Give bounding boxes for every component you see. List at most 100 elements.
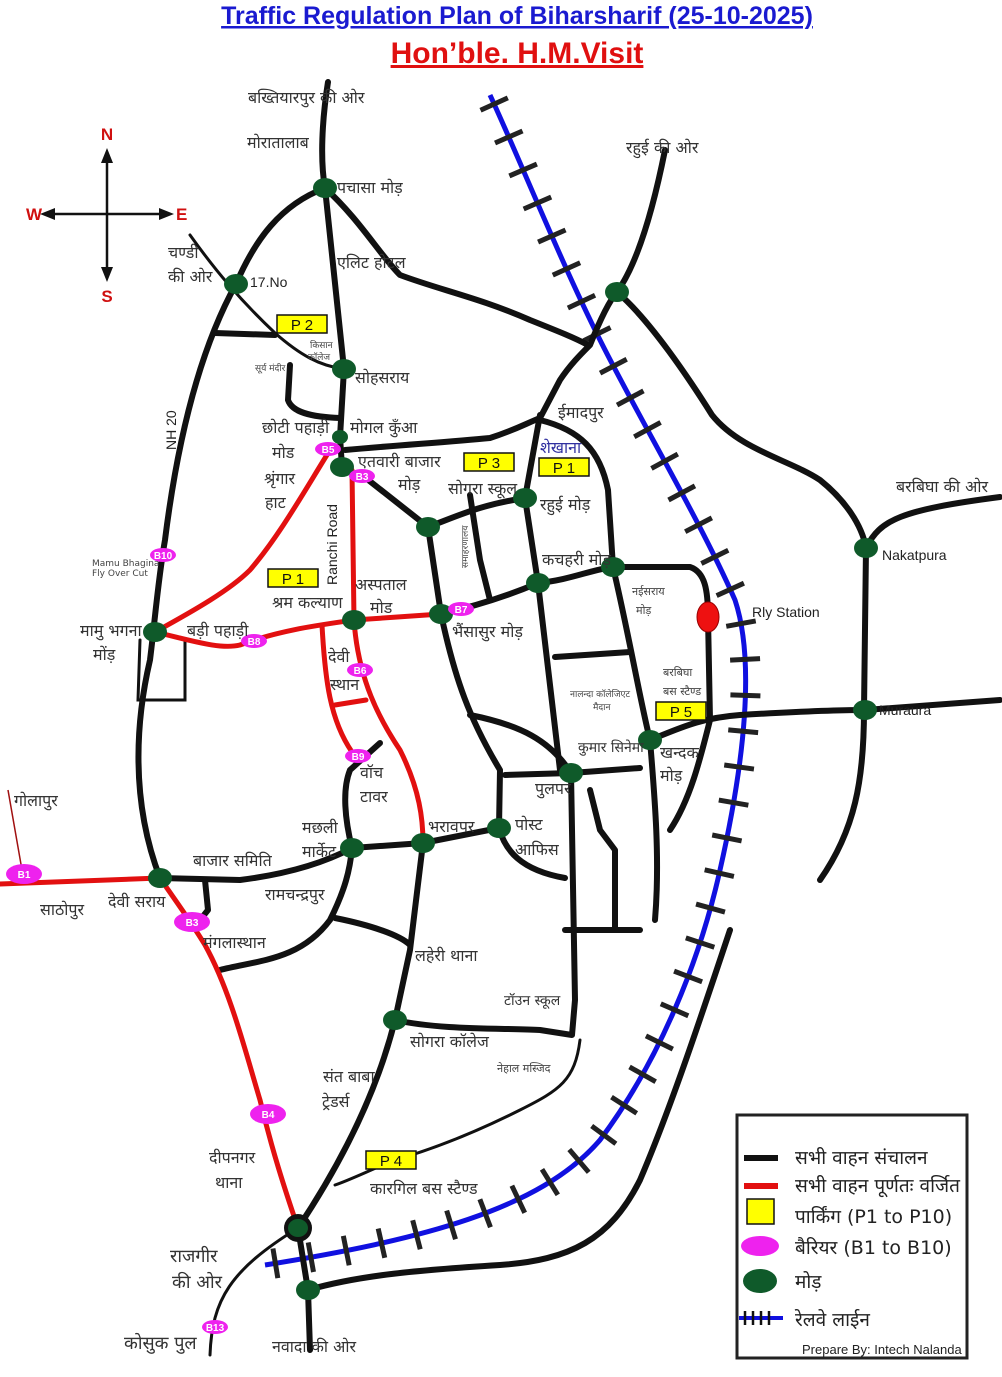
place-label: मोरातालाब: [247, 133, 310, 152]
railway-tie: [685, 935, 716, 950]
railway-tie: [615, 388, 645, 408]
place-label: साठोपुर: [40, 900, 84, 920]
road-label-ranchi: Ranchi Road: [324, 504, 340, 585]
place-label: दीपनगर: [209, 1148, 256, 1167]
place-label: मोड़: [398, 475, 421, 494]
railway-tie: [551, 260, 582, 278]
place-label: ट्रेडर्स: [322, 1092, 351, 1111]
road: [212, 330, 278, 338]
road: [157, 845, 355, 883]
compass-west: W: [26, 205, 43, 224]
junction-node: [332, 430, 348, 444]
place-label: राजगीर: [170, 1245, 218, 1267]
junction-node: [638, 730, 662, 750]
place-label: टावर: [360, 787, 388, 806]
junction-node: [330, 457, 354, 477]
legend-item: सभी वाहन संचालन: [795, 1146, 928, 1169]
railway-station-marker: [696, 601, 720, 633]
place-label: मछली: [302, 818, 339, 837]
place-label: नालन्दा कॉलेजिएट: [570, 688, 631, 700]
railway-tie: [695, 901, 726, 915]
junction-node: [854, 538, 878, 558]
junction-node: [559, 763, 583, 783]
junction-node: [526, 573, 550, 593]
road: [392, 770, 578, 1038]
railway-tie: [700, 548, 730, 566]
place-label: सूर्य मंदीर: [255, 362, 286, 374]
road: [614, 289, 869, 883]
place-label: चण्डी: [168, 243, 199, 262]
junction-node: [288, 1219, 308, 1237]
road: [285, 362, 343, 421]
junction-node: [143, 622, 167, 642]
parking-p1-shekhana: P 1: [538, 457, 590, 477]
junction-node: [487, 818, 511, 838]
railway-tie: [537, 227, 567, 245]
place-label: Fly Over Cut: [92, 569, 148, 579]
place-label: की ओर: [168, 267, 213, 286]
place-label: कॉलेज: [308, 351, 330, 363]
junction-node: [148, 868, 172, 888]
svg-text:B7: B7: [455, 605, 468, 616]
road: [188, 233, 346, 371]
place-label: मैदान: [593, 701, 611, 713]
railway-tie: [667, 483, 697, 503]
svg-text:B5: B5: [322, 445, 335, 456]
road: [342, 147, 668, 453]
railway-tie: [508, 161, 538, 179]
restricted-road: [152, 447, 333, 635]
place-label: नेहाल मस्जिद: [497, 1062, 551, 1075]
road: [647, 697, 1002, 743]
railway-tie: [723, 762, 755, 772]
place-label: बरबिघा: [663, 666, 692, 679]
junction-node: [383, 1010, 407, 1030]
railway-tie: [567, 1147, 591, 1174]
place-label: सोहसराय: [355, 368, 410, 387]
junction-node: [332, 359, 356, 379]
place-label: पोस्ट: [515, 815, 543, 834]
place-label: 17.No: [250, 274, 288, 290]
junction-node: [605, 282, 629, 302]
railway-tie: [375, 1227, 388, 1259]
place-label: मामु भगना: [80, 621, 143, 641]
place-label: वॉच: [360, 763, 384, 782]
railway-tie: [684, 515, 714, 534]
road: [587, 787, 618, 933]
place-label: Nakatpura: [882, 547, 947, 563]
railway-tie: [730, 692, 761, 699]
place-label: टॉउन स्कूल: [504, 992, 561, 1009]
map-subtitle: Hon’ble. H.M.Visit: [391, 37, 644, 70]
place-label: मोड: [370, 598, 393, 617]
railway-tie: [704, 867, 735, 879]
place-label: बरबिघा की ओर: [896, 477, 989, 496]
railway-tie: [725, 618, 757, 629]
place-labels: बख्तियारपुर की ओर मोरातालाब पचासा मोड़ ए…: [14, 88, 989, 1356]
restricted-road: [349, 467, 357, 623]
junction-node: [853, 700, 877, 720]
place-label: नवादा की ओर: [272, 1337, 357, 1356]
place-label: किसान: [310, 339, 334, 351]
legend-credit: Prepare By: Intech Nalanda: [802, 1342, 962, 1357]
svg-text:P 5: P 5: [670, 704, 692, 721]
place-label: देवी: [328, 647, 350, 666]
railway-tie: [633, 420, 662, 439]
railway-tie: [340, 1235, 352, 1266]
parking-boxes: P 2 P 3 P 1 P 1 P 5 P 4: [267, 314, 707, 1170]
place-label: Muraura: [879, 702, 931, 718]
svg-text:B3: B3: [356, 472, 369, 483]
place-label: सोगरा कॉलेज: [410, 1032, 490, 1051]
road: [552, 649, 633, 660]
svg-text:B4: B4: [262, 1110, 275, 1121]
place-label: की ओर: [172, 1271, 223, 1293]
railway-tie: [628, 1064, 657, 1084]
barrier-b4: B4: [250, 1104, 286, 1124]
road: [208, 1226, 300, 1357]
place-label: ईमादपुर: [558, 403, 604, 423]
place-label: छोटी पहाड़ी: [262, 418, 330, 437]
place-label: मार्केट: [302, 842, 337, 861]
compass-north: N: [101, 125, 113, 144]
svg-text:P 3: P 3: [478, 455, 500, 472]
parking-p4: P 4: [365, 1150, 417, 1170]
restricted-road: [319, 622, 355, 755]
junction-node: [416, 517, 440, 537]
